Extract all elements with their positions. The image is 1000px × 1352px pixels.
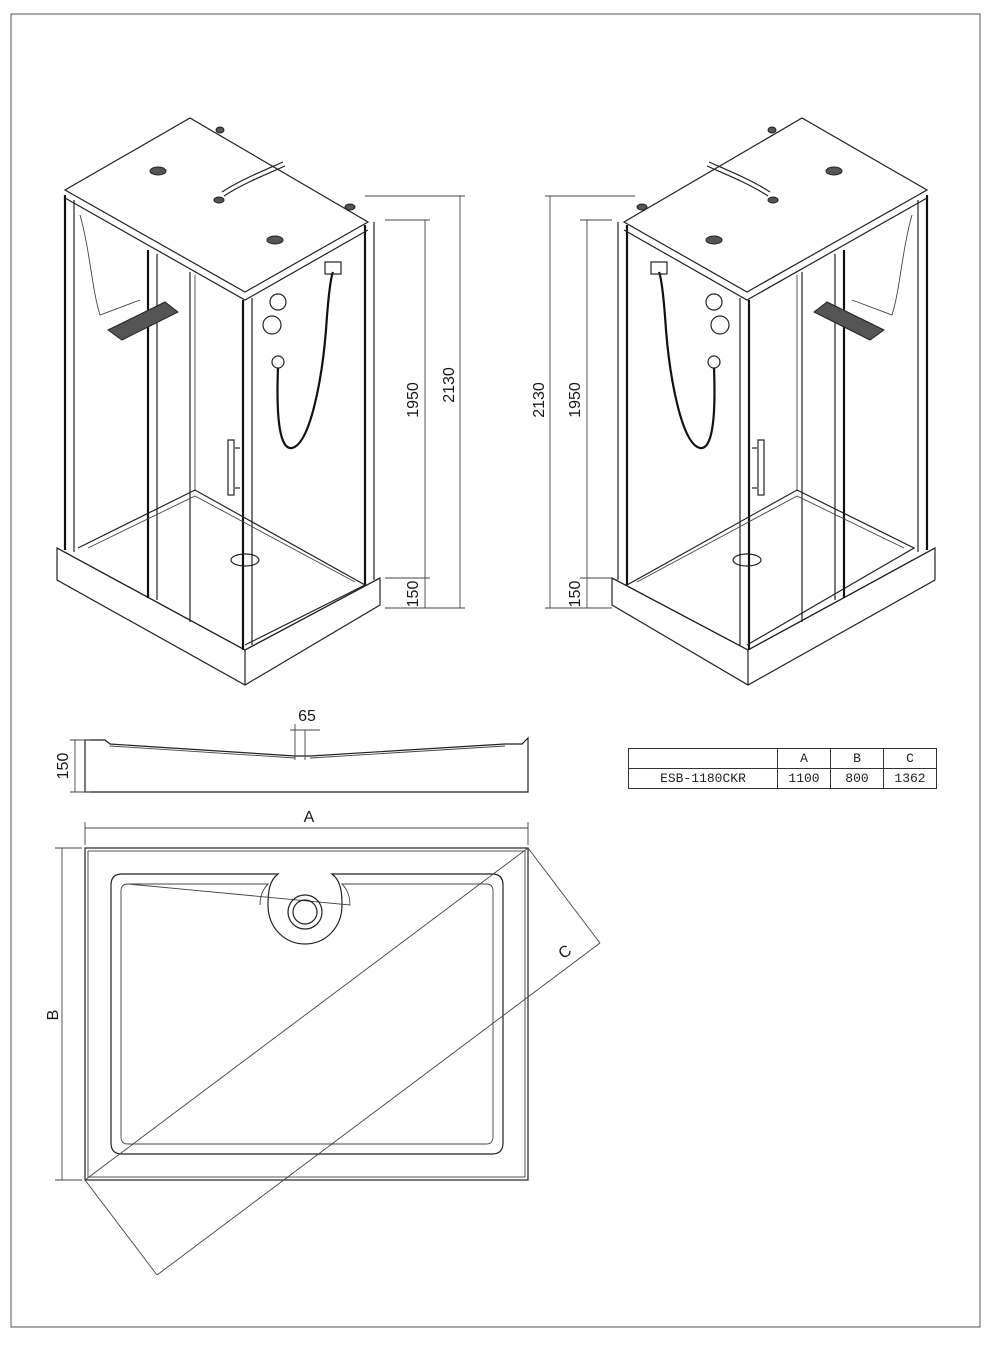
header-c: C	[883, 748, 937, 769]
drain-outer	[287, 894, 323, 930]
cell-model: ESB-1180CKR	[628, 768, 778, 789]
header-b: B	[830, 748, 884, 769]
right-roof	[622, 117, 929, 293]
left-cabin-dimensions: 1950 2130 150	[365, 195, 465, 609]
right-cabin-dimensions: 2130 1950 150	[531, 195, 635, 609]
tray-plan-view: A B C	[45, 809, 601, 1276]
right-shelf	[813, 301, 885, 341]
header-a: A	[777, 748, 831, 769]
left-dim-150: 150	[405, 581, 422, 608]
side-dim-65: 65	[298, 708, 316, 725]
spec-table: A B C ESB-1180CKR 1100 800 1362	[628, 748, 937, 789]
sheet-border	[10, 13, 981, 1328]
header-model	[628, 748, 778, 769]
drain-inner	[292, 899, 318, 925]
right-dim-1950: 1950	[567, 382, 584, 418]
cell-a: 1100	[777, 768, 831, 789]
left-shelf	[107, 301, 179, 341]
spec-table-header: A B C	[628, 748, 937, 769]
plan-label-c: C	[556, 942, 575, 963]
right-dim-150: 150	[567, 581, 584, 608]
table-row: ESB-1180CKR 1100 800 1362	[628, 768, 937, 789]
left-cabin-isometric	[56, 117, 381, 686]
plan-label-a: A	[304, 809, 315, 826]
right-dim-2130: 2130	[531, 382, 548, 418]
left-base-tray	[56, 546, 381, 686]
cell-b: 800	[830, 768, 884, 789]
tray-side-view: 65 150	[55, 708, 529, 793]
side-dim-150: 150	[55, 753, 72, 780]
left-roof	[63, 117, 370, 293]
left-dim-1950: 1950	[405, 382, 422, 418]
left-dim-2130: 2130	[441, 367, 458, 403]
plan-label-b: B	[45, 1010, 62, 1021]
cell-c: 1362	[883, 768, 937, 789]
right-cabin-isometric	[611, 117, 936, 686]
right-base-tray	[611, 546, 936, 686]
